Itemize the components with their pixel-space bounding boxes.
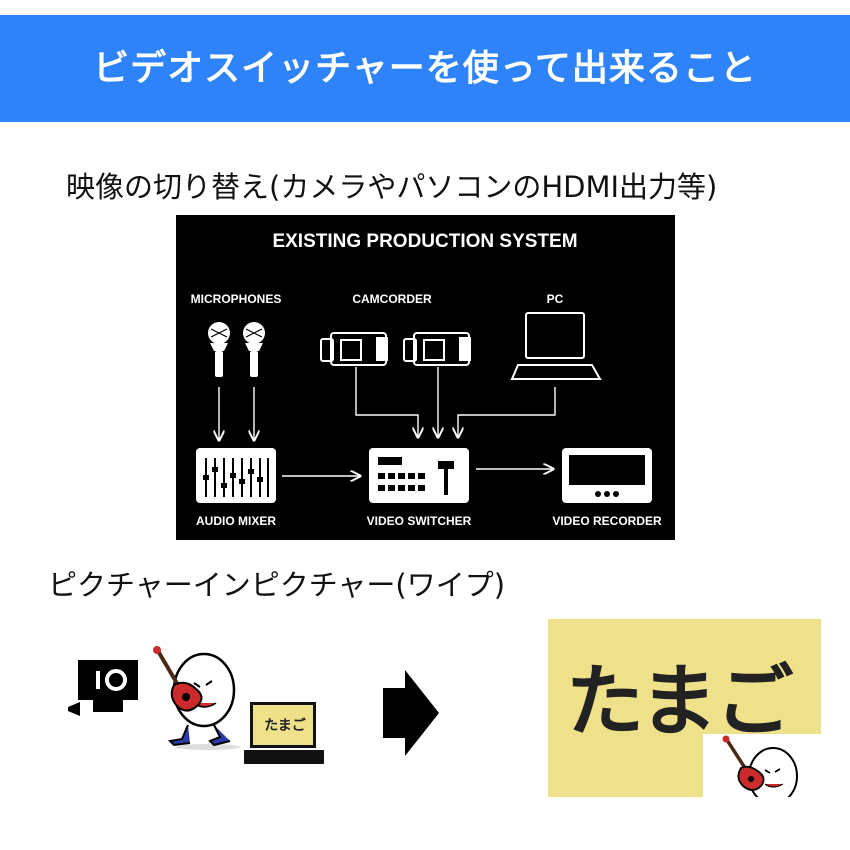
wipe-egg-mascot-icon	[722, 735, 798, 797]
camcorder-lens-icon	[376, 337, 471, 361]
section-caption-pip: ピクチャーインピクチャー(ワイプ)	[48, 568, 506, 602]
pc-laptop-icon	[510, 312, 602, 380]
label-audio-mixer: AUDIO MIXER	[196, 514, 276, 528]
flow-arrows	[282, 469, 553, 476]
video-recorder-icon	[562, 448, 652, 503]
header-banner: ビデオスイッチャーを使って出来ること	[0, 15, 850, 122]
audio-mixer-icon	[196, 448, 276, 503]
label-pc: PC	[547, 292, 564, 306]
camera-icon	[68, 660, 138, 716]
label-microphones: MICROPHONES	[191, 292, 282, 306]
pip-wipe-window	[703, 734, 821, 797]
label-video-switcher: VIDEO SWITCHER	[367, 514, 472, 528]
pip-output-screen: たまご	[548, 619, 821, 797]
production-system-diagram: EXISTING PRODUCTION SYSTEM MICROPHONES C…	[176, 215, 675, 540]
video-switcher-icon	[369, 448, 469, 503]
microphone-icon	[208, 322, 265, 377]
laptop-screen: たまご	[250, 702, 316, 748]
production-system-svg: EXISTING PRODUCTION SYSTEM MICROPHONES C…	[191, 231, 662, 528]
label-video-recorder: VIDEO RECORDER	[552, 514, 662, 528]
pip-main-text: たまご	[566, 657, 794, 747]
label-camcorder: CAMCORDER	[352, 292, 432, 306]
egg-guitar-mascot-icon	[153, 646, 240, 750]
laptop-icon: たまご	[244, 702, 324, 766]
laptop-screen-text: たまご	[264, 718, 306, 734]
diagram-title: EXISTING PRODUCTION SYSTEM	[272, 231, 577, 252]
laptop-base	[244, 750, 324, 764]
input-arrows	[219, 367, 556, 440]
section-caption-switching: 映像の切り替え(カメラやパソコンのHDMI出力等)	[66, 170, 718, 204]
page-title: ビデオスイッチャーを使って出来ること	[93, 48, 757, 89]
camcorder-icon	[320, 332, 470, 366]
right-arrow-icon	[383, 670, 439, 756]
